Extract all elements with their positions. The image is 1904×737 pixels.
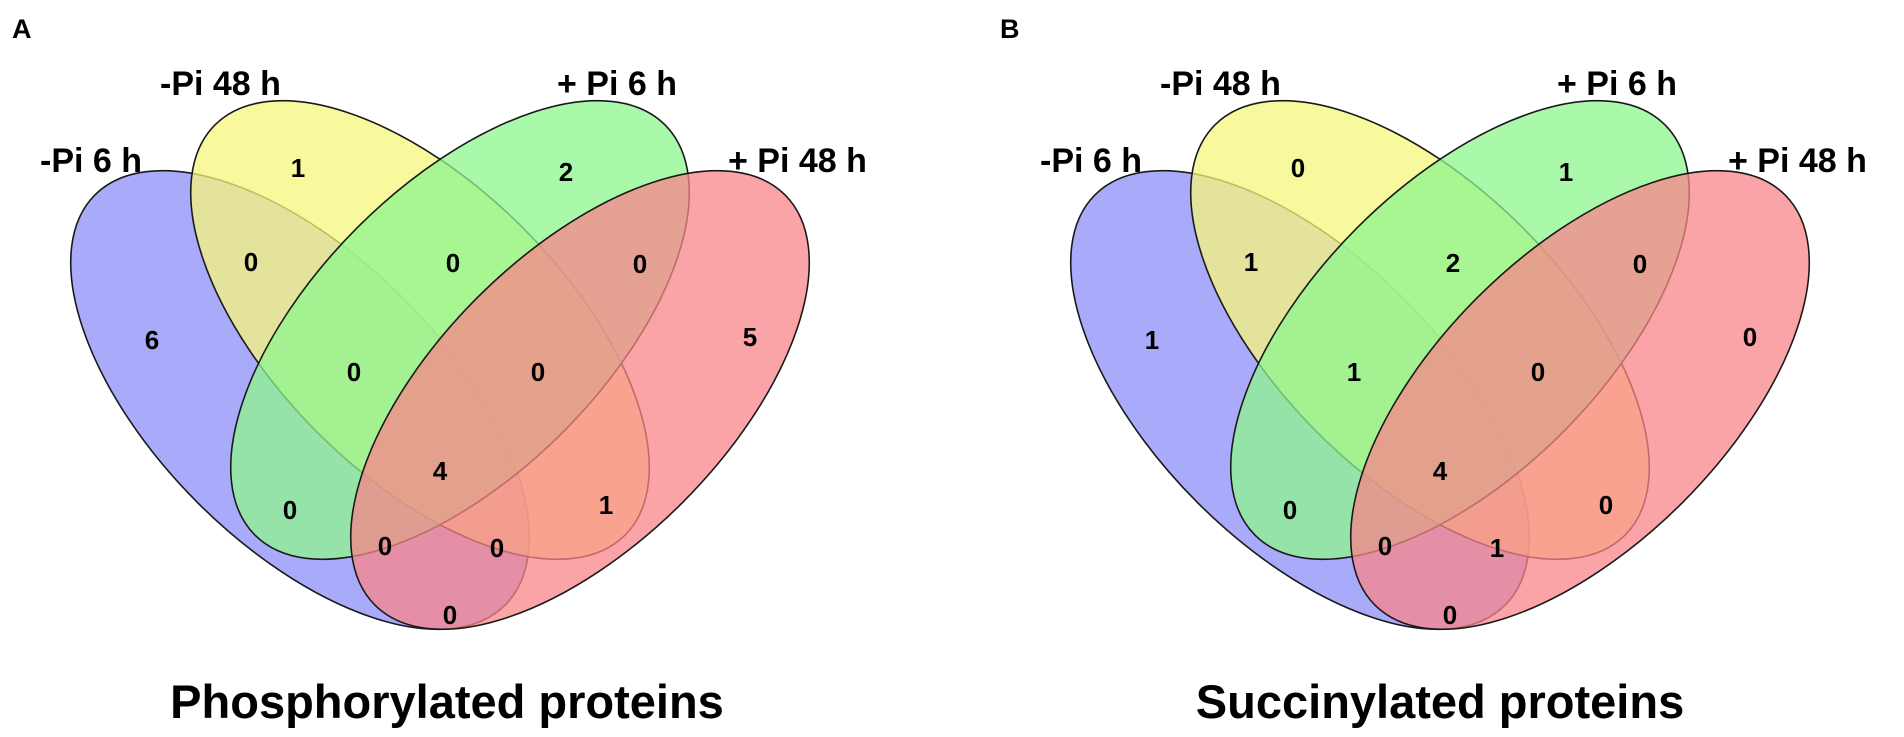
count-region-23: 0 (446, 248, 460, 278)
count-region-124: 0 (490, 533, 504, 563)
count-region-123: 1 (1347, 357, 1361, 387)
count-region-23: 2 (1446, 248, 1460, 278)
count-only-3: 1 (1559, 157, 1573, 187)
panel-b: B -Pi 6 h -Pi 48 h + Pi 6 h + Pi 48 h 1 … (1000, 14, 1867, 728)
set-label-4: + Pi 48 h (728, 142, 867, 180)
count-region-14: 0 (1443, 600, 1457, 630)
set-label-3: + Pi 6 h (1557, 65, 1677, 103)
venn-ellipses (1069, 99, 1811, 631)
count-only-4: 5 (743, 322, 757, 352)
count-region-123: 0 (347, 357, 361, 387)
count-only-1: 6 (145, 325, 159, 355)
panel-letter: A (12, 14, 32, 44)
set-label-1: -Pi 6 h (40, 142, 142, 180)
set-label-4: + Pi 48 h (1728, 142, 1867, 180)
panel-title: Succinylated proteins (1196, 675, 1684, 728)
count-only-1: 1 (1145, 325, 1159, 355)
count-region-234: 0 (1531, 357, 1545, 387)
count-region-34: 0 (633, 249, 647, 279)
count-only-3: 2 (559, 157, 573, 187)
count-region-34: 0 (1633, 249, 1647, 279)
count-only-4: 0 (1743, 322, 1757, 352)
region-counts: 6 1 2 5 0 0 0 0 0 0 4 1 0 0 0 (145, 153, 757, 630)
count-region-12: 0 (244, 247, 258, 277)
count-region-13: 0 (283, 495, 297, 525)
panel-letter: B (1000, 14, 1020, 44)
count-region-134: 0 (378, 531, 392, 561)
ellipse-set-4 (1349, 169, 1811, 631)
count-only-2: 1 (291, 153, 305, 183)
panel-a: A -Pi 6 h -Pi 48 h + Pi 6 h + Pi 48 h 6 … (12, 14, 867, 728)
count-region-12: 1 (1244, 247, 1258, 277)
set-label-2: -Pi 48 h (160, 65, 281, 103)
ellipse-set-4 (349, 169, 811, 631)
count-region-1234: 4 (433, 456, 448, 486)
count-region-13: 0 (1283, 495, 1297, 525)
set-label-2: -Pi 48 h (1160, 65, 1281, 103)
set-label-3: + Pi 6 h (557, 65, 677, 103)
region-counts: 1 0 1 0 1 2 0 1 0 0 4 0 0 1 0 (1145, 153, 1757, 630)
count-region-24: 1 (599, 490, 613, 520)
venn-ellipses (69, 99, 811, 631)
count-region-14: 0 (443, 600, 457, 630)
count-only-2: 0 (1291, 153, 1305, 183)
set-label-1: -Pi 6 h (1040, 142, 1142, 180)
count-region-24: 0 (1599, 490, 1613, 520)
panel-title: Phosphorylated proteins (170, 675, 724, 728)
count-region-124: 1 (1490, 533, 1504, 563)
count-region-234: 0 (531, 357, 545, 387)
count-region-134: 0 (1378, 531, 1392, 561)
count-region-1234: 4 (1433, 456, 1448, 486)
